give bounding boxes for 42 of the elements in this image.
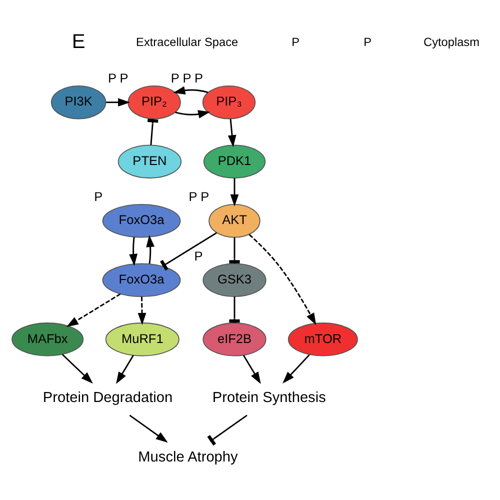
- node-ellipse: FoxO3a: [102, 204, 181, 238]
- arrow: [116, 354, 134, 384]
- arrow: [106, 98, 130, 106]
- arrow: [138, 296, 146, 325]
- node-text: Protein Degradation: [42, 390, 173, 406]
- node-text: Muscle Atrophy: [138, 448, 238, 465]
- node-ellipse: PDK1: [203, 144, 266, 178]
- node-ellipse: PIP₂: [128, 84, 181, 119]
- node-text: Protein Synthesis: [212, 390, 326, 406]
- node-ellipse: GSK3: [202, 262, 266, 296]
- connector: [207, 414, 248, 446]
- label: P: [364, 34, 372, 49]
- node-ellipse: PTEN: [118, 144, 182, 178]
- arrow: [129, 236, 138, 266]
- label: Cytoplasm: [424, 34, 480, 49]
- node-ellipse: PIP₃: [202, 84, 256, 119]
- arrow: [242, 354, 261, 384]
- node-label: P P: [188, 188, 210, 204]
- node-label: P: [194, 248, 203, 263]
- node-ellipse: MAFbx: [12, 322, 84, 356]
- arrow: [173, 86, 208, 94]
- arrow: [146, 234, 155, 264]
- arrow: [62, 353, 93, 384]
- connector: [160, 232, 217, 270]
- node-ellipse: PI3K: [50, 84, 106, 119]
- node-ellipse: mTOR: [288, 322, 358, 356]
- label: E: [72, 30, 86, 53]
- label: Extracellular Space: [136, 34, 238, 49]
- node-label: P P P: [170, 70, 204, 85]
- arrow: [129, 414, 168, 442]
- node-ellipse: MuRF1: [105, 322, 180, 356]
- arrow: [66, 292, 121, 326]
- node-label: P: [94, 188, 103, 204]
- node-label: P P: [108, 70, 128, 85]
- label: P: [292, 34, 300, 49]
- arrow: [228, 118, 236, 147]
- arrow: [230, 178, 239, 206]
- arrow: [248, 234, 316, 325]
- node-ellipse: AKT: [208, 204, 260, 238]
- node-ellipse: eIF2B: [202, 322, 266, 356]
- arrow: [282, 354, 310, 383]
- arrow: [175, 110, 210, 118]
